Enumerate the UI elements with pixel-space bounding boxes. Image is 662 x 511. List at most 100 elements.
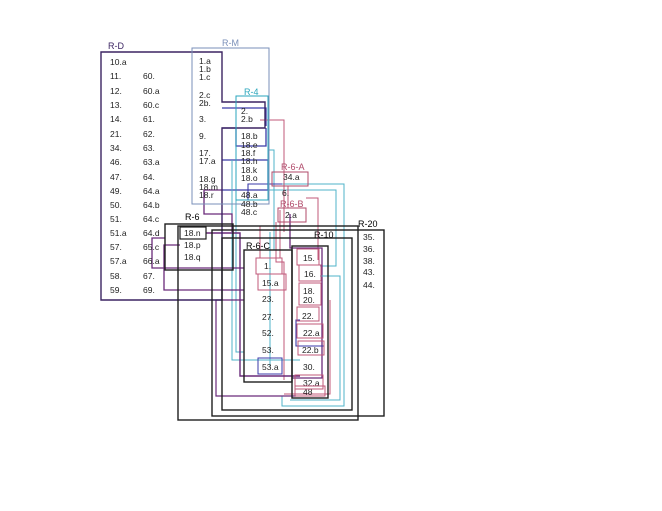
node-label: 30. (303, 362, 315, 372)
node-label: 9. (199, 131, 206, 141)
node-label: 63.a (143, 157, 160, 167)
node-label: 62. (143, 129, 155, 139)
group-title-r-10: R-10 (314, 230, 334, 240)
node-label: 18.h (241, 156, 258, 166)
connector-line (290, 275, 341, 401)
node-label: 64.b (143, 200, 160, 210)
node-label: 10.a (110, 57, 127, 67)
node-label: 18. (303, 286, 315, 296)
node-label: 18.p (184, 240, 201, 250)
connector-line (247, 183, 282, 200)
node-label: 22.b (302, 345, 319, 355)
node-box (298, 282, 322, 306)
group-box-r-4 (235, 95, 269, 201)
node-label: 65.c (143, 242, 160, 252)
connector-lines (151, 107, 345, 407)
connector-line (235, 200, 244, 353)
node-label: 60. (143, 71, 155, 81)
node-label: 2b. (199, 98, 211, 108)
node-label: 60.a (143, 86, 160, 96)
group-boxes (100, 47, 385, 421)
node-label: 32.a (303, 378, 320, 388)
group-title-r-4: R-4 (244, 87, 259, 97)
connector-line (295, 319, 324, 347)
node-label: 64.d (143, 228, 160, 238)
connector-line (268, 149, 275, 250)
node-box (296, 323, 324, 339)
node-label: 46. (110, 157, 122, 167)
node-label: 12. (110, 86, 122, 96)
node-label: 63. (143, 143, 155, 153)
node-label: 1.c (199, 72, 211, 82)
node-box-18n (179, 226, 207, 240)
node-label: 15.a (262, 278, 279, 288)
node-label: 15. (303, 253, 315, 263)
node-label: 18.b (241, 131, 258, 141)
node-label: 23. (262, 294, 274, 304)
group-box-r-20 (177, 225, 359, 421)
group-box-r-d (100, 51, 266, 301)
node-label: 50. (110, 200, 122, 210)
node-box (297, 340, 325, 356)
group-title-r-6-a: R-6-A (281, 162, 305, 172)
node-label: 18.m (199, 182, 218, 192)
group-box-r-20-outer (211, 229, 385, 417)
node-label: 2. (241, 106, 248, 116)
node-label: 17.a (199, 156, 216, 166)
connector-line (284, 300, 331, 395)
connector-line (203, 189, 233, 232)
node-box (298, 264, 322, 282)
node-label: 11. (110, 71, 121, 81)
group-box-r-6 (164, 223, 234, 271)
node-label: 48.c (241, 207, 258, 217)
node-label: 13. (110, 100, 122, 110)
node-label: 18.q (184, 252, 201, 262)
node-label: 53. (262, 345, 274, 355)
connector-line (151, 237, 244, 269)
node-label: 17. (199, 148, 211, 158)
group-box-r-m (191, 47, 270, 205)
node-label: 35. (363, 232, 375, 242)
group-box-r-6-b (277, 207, 307, 223)
node-label: 2.a (285, 210, 297, 220)
connector-line (215, 299, 296, 397)
node-label: 22. (302, 311, 314, 321)
node-box (257, 357, 283, 375)
node-label: 64.a (143, 186, 160, 196)
node-box (294, 374, 324, 390)
node-label: 14. (110, 114, 122, 124)
node-label: 18.o (241, 173, 258, 183)
node-label: 21. (110, 129, 122, 139)
node-label: 27. (262, 312, 274, 322)
group-title-r-6-c: R-6-C (246, 241, 270, 251)
node-label: 18.g (199, 174, 216, 184)
node-box (257, 273, 287, 291)
node-label: 53.a (262, 362, 279, 372)
node-label: 61. (143, 114, 155, 124)
node-box (296, 306, 320, 322)
group-box-r-6-c-inner (291, 245, 329, 399)
node-label: 18.n (184, 228, 201, 238)
node-label: 67. (143, 271, 155, 281)
node-label: 58. (110, 271, 122, 281)
node-label: 57.a (110, 256, 127, 266)
node-label: 22.a (303, 328, 320, 338)
node-label: 1.a (199, 56, 211, 66)
node-label: 64. (143, 172, 155, 182)
node-label: 44. (363, 280, 375, 290)
node-label: 18.e (241, 140, 258, 150)
connector-line (289, 214, 323, 379)
connector-line (163, 244, 244, 291)
node-label: 20. (303, 295, 315, 305)
item-labels: 10.a11.12.13.14.21.34.46.47.49.50.51.51.… (110, 56, 375, 397)
node-box (294, 385, 326, 397)
node-label: 60.c (143, 100, 160, 110)
group-title-r-d: R-D (108, 41, 124, 51)
node-label: 47. (110, 172, 122, 182)
node-label: 48.a (241, 190, 258, 200)
node-label: 18.f (241, 148, 256, 158)
node-label: 51. (110, 214, 122, 224)
node-label: 16. (304, 269, 316, 279)
node-label: 57. (110, 242, 122, 252)
